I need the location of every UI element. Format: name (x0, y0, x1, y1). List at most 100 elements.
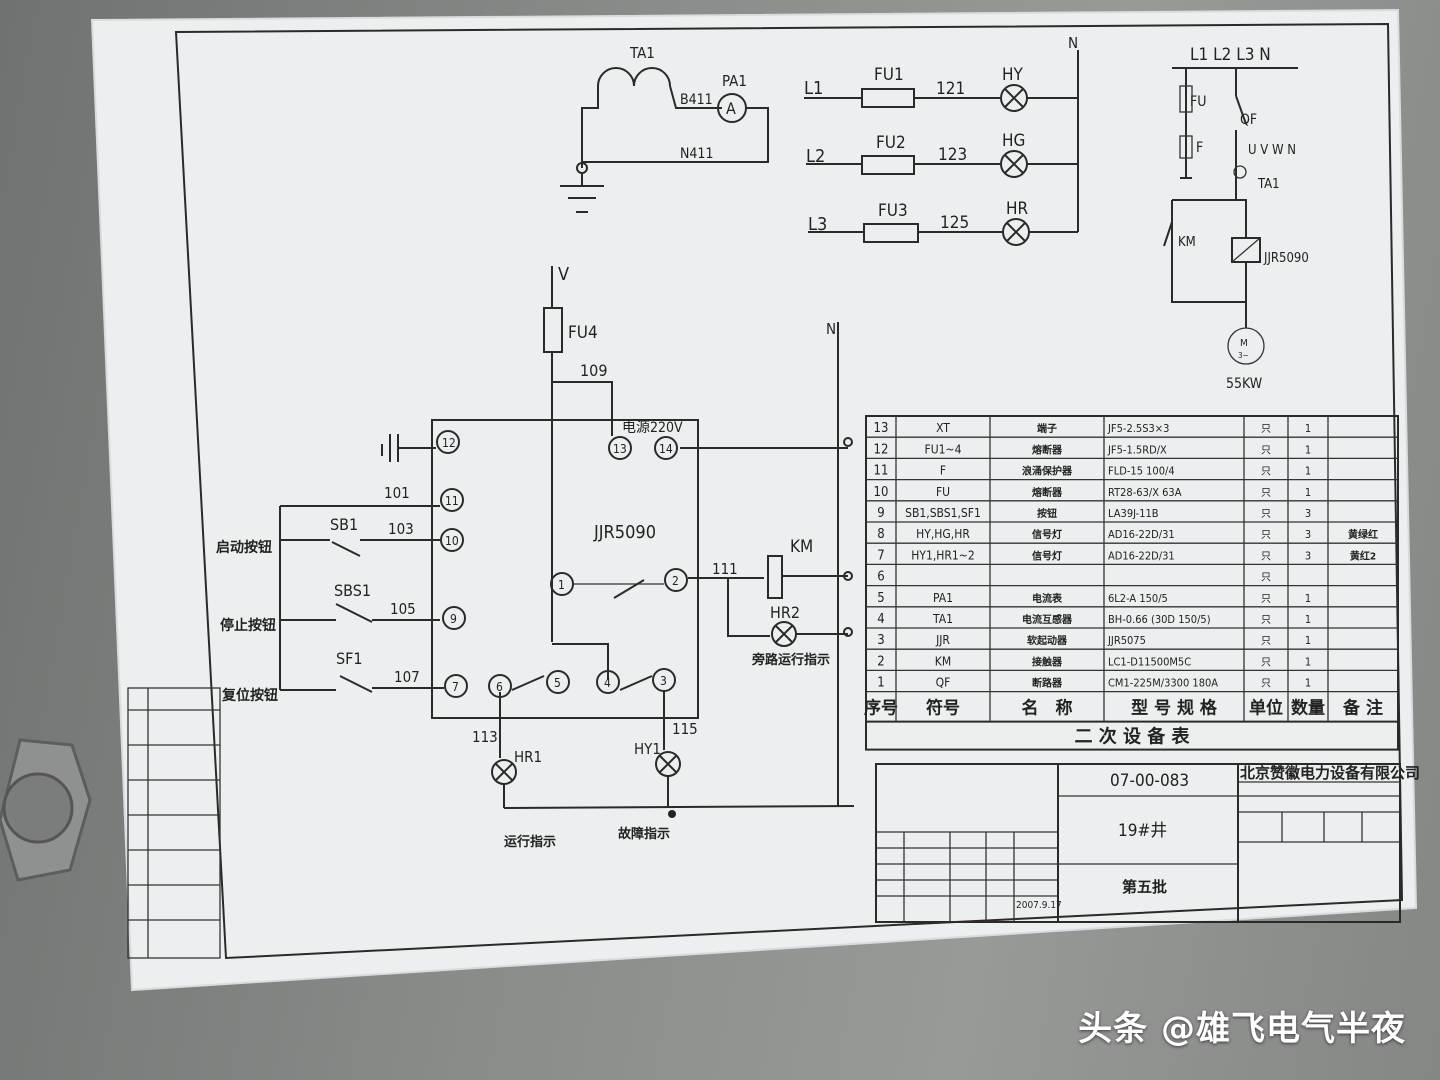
table-cell: 1 (1305, 443, 1311, 456)
table-cell: HY,HG,HR (916, 527, 970, 541)
table-cell: FU (936, 485, 950, 499)
lamp-hy: HY (1002, 65, 1024, 85)
table-cell: 1 (877, 676, 884, 691)
drawing-number: 07-00-083 (1110, 771, 1189, 791)
bypass-label: 旁路运行指示 (751, 652, 830, 668)
table-cell: XT (936, 421, 950, 435)
table-title: 二 次 设 备 表 (1074, 726, 1190, 748)
company-name: 北京赞徽电力设备有限公司 (1240, 764, 1420, 782)
device-jjr5090: JJR5090 (593, 522, 656, 543)
svg-text:14: 14 (659, 442, 673, 456)
paper (90, 8, 1418, 992)
svg-text:6: 6 (496, 680, 503, 694)
table-cell: 只 (1261, 573, 1271, 584)
wire-123: 123 (938, 145, 967, 165)
main-ct: TA1 (1257, 177, 1280, 192)
wire-115: 115 (672, 720, 698, 738)
run-label: 运行指示 (504, 834, 556, 850)
table-cell: 接触器 (1032, 655, 1063, 668)
indicator-neutral: N (1068, 34, 1078, 52)
binding-strip (127, 687, 221, 959)
main-softstarter: JJR5090 (1263, 251, 1309, 266)
table-cell: QF (936, 676, 951, 690)
terminal-14 (654, 436, 678, 460)
table-cell: 7 (877, 548, 884, 563)
table-cell: 1 (1305, 655, 1311, 668)
main-breaker: QF (1240, 112, 1257, 128)
table-cell: JF5-1.5RD/X (1107, 443, 1167, 456)
table-header-cell: 数量 (1291, 698, 1325, 719)
table-cell: AD16-22D/31 (1108, 528, 1175, 541)
svg-text:1: 1 (558, 578, 565, 592)
table-cell: 1 (1305, 677, 1311, 690)
wire-103: 103 (388, 520, 414, 538)
table-cell: 只 (1261, 445, 1271, 456)
terminal-7 (444, 674, 468, 698)
table-cell: 软起动器 (1027, 634, 1068, 647)
motor-power: 55KW (1226, 376, 1263, 392)
button-sf1-id: SF1 (336, 649, 363, 668)
table-cell: 1 (1305, 634, 1311, 647)
wire-107: 107 (394, 668, 420, 686)
table-cell: JF5-2.5S3×3 (1107, 422, 1169, 435)
table-cell: 只 (1261, 488, 1271, 499)
table-cell: FLD-15 100/4 (1108, 465, 1175, 478)
main-arrester: F (1196, 140, 1203, 156)
terminal-12 (436, 430, 460, 454)
svg-text:3: 3 (660, 674, 667, 688)
fuse-fu3: FU3 (878, 201, 908, 221)
lamp-hy1: HY1 (634, 740, 661, 758)
table-header-cell: 备 注 (1342, 698, 1383, 719)
table-cell: HY1,HR1~2 (911, 548, 974, 562)
batch-label: 第五批 (1122, 878, 1167, 896)
table-cell: 6L2-A 150/5 (1108, 592, 1168, 605)
terminal-1 (550, 572, 574, 596)
table-cell: JJR5075 (1107, 634, 1146, 647)
wire-b411: B411 (680, 92, 713, 108)
table-cell: 10 (874, 485, 889, 500)
table-cell: 1 (1305, 486, 1311, 499)
table-cell: F (940, 464, 946, 478)
table-cell: 12 (874, 442, 889, 457)
table-cell: KM (935, 654, 951, 668)
terminal-4 (596, 670, 620, 694)
svg-text:13: 13 (613, 442, 627, 456)
table-cell: 只 (1261, 679, 1271, 690)
table-cell: 9 (877, 506, 884, 521)
project-name: 19#井 (1118, 821, 1167, 841)
table-cell: 端子 (1037, 422, 1057, 435)
power-220v: 电源220V (622, 420, 683, 436)
table-cell: PA1 (933, 591, 953, 605)
table-header-cell: 型 号 规 格 (1131, 698, 1218, 719)
table-cell: 熔断器 (1032, 486, 1063, 499)
supply-v: V (558, 264, 569, 285)
table-cell: BH-0.66 (30D 150/5) (1108, 613, 1211, 626)
lamp-hr: HR (1006, 199, 1029, 219)
table-cell: 8 (877, 527, 884, 542)
terminal-5 (546, 670, 570, 694)
table-cell: 只 (1261, 424, 1271, 435)
meter-symbol: A (726, 99, 736, 118)
table-header-cell: 单位 (1249, 698, 1283, 719)
button-sbs1-id: SBS1 (334, 581, 371, 600)
bolt-decoration (0, 738, 92, 882)
table-cell: 浪涌保护器 (1022, 465, 1073, 478)
table-cell: 黄绿红 (1348, 528, 1378, 541)
fault-label: 故障指示 (618, 826, 670, 842)
motor-letter: M (1240, 338, 1248, 349)
control-neutral: N (826, 320, 836, 338)
table-cell: 断路器 (1032, 677, 1063, 690)
table-header-cell: 序号 (864, 698, 898, 719)
table-cell: 1 (1305, 613, 1311, 626)
table-cell: 4 (877, 612, 884, 627)
table-cell: 只 (1261, 657, 1271, 668)
table-cell: 3 (1305, 549, 1311, 562)
table-cell: 只 (1261, 530, 1271, 541)
table-cell: 按钮 (1037, 507, 1057, 520)
meter-label: PA1 (722, 72, 747, 90)
drawing-border (174, 22, 1404, 960)
control-circuit (279, 266, 855, 818)
table-cell: 只 (1261, 509, 1271, 520)
wire-101: 101 (384, 484, 410, 502)
